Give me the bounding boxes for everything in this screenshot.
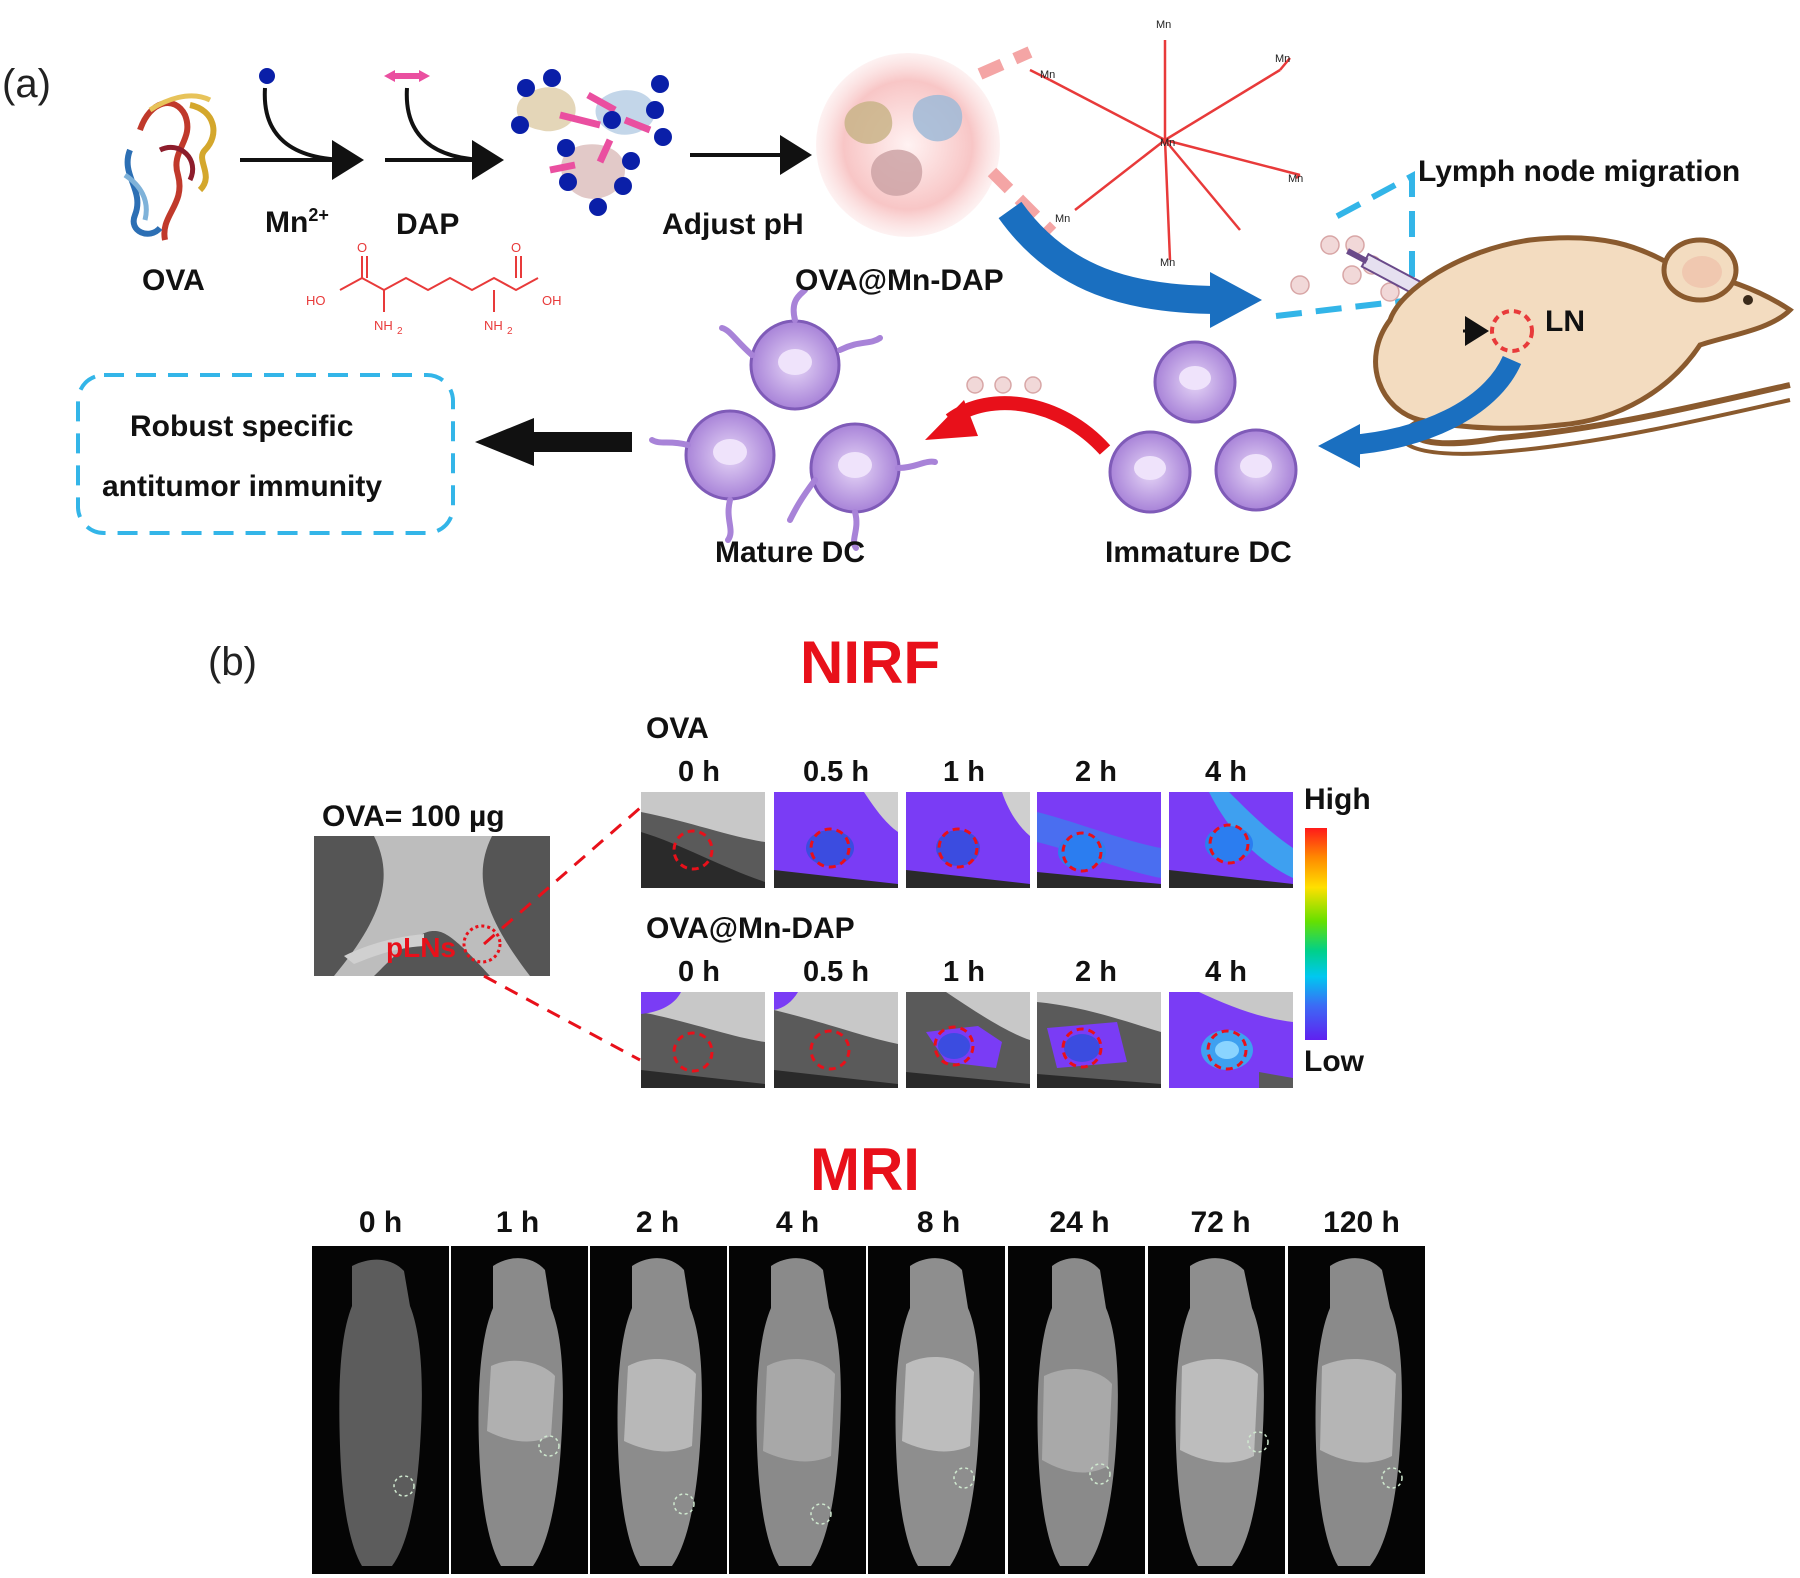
mature-dc-cells [649, 287, 938, 551]
dap-label: DAP [396, 208, 460, 241]
panel-a-diagram: Mn Mn Mn Mn Mn Mn Mn HO O O OH NH 2 NH 2 [76, 19, 1794, 551]
svg-text:Mn: Mn [1040, 69, 1055, 81]
ova-time-2: 1 h [943, 756, 985, 788]
mn-thumb-1h [906, 992, 1030, 1088]
mri-frame-8h [868, 1246, 1005, 1574]
intensity-color-scale [1305, 828, 1327, 1040]
svg-text:O: O [357, 240, 367, 255]
mri-time-7: 120 h [1323, 1206, 1400, 1239]
ova-thumb-05h [774, 792, 898, 888]
svg-text:Mn: Mn [1160, 257, 1175, 269]
ova-protein-icon [123, 93, 217, 241]
blue-curved-arrow-to-mouse [998, 201, 1221, 314]
ova-label: OVA [142, 264, 205, 297]
mri-frame-1h [451, 1246, 588, 1574]
immature-dc-label: Immature DC [1105, 536, 1292, 569]
mri-time-1: 1 h [495, 1206, 540, 1239]
mn-charge: 2+ [308, 205, 329, 225]
panel-b-label: (b) [208, 640, 257, 684]
mn-ion-dot [259, 68, 275, 84]
ova-thumb-2h [1037, 792, 1161, 888]
zoom-connector-bottom [987, 167, 1057, 237]
svg-text:NH: NH [374, 318, 393, 333]
svg-text:Mn: Mn [1275, 53, 1290, 65]
svg-text:Mn: Mn [1160, 137, 1175, 149]
mouse-illustration [1373, 235, 1794, 456]
dap-chem-labels: HO O O OH NH 2 NH 2 [306, 240, 562, 337]
mri-time-3: 4 h [775, 1206, 820, 1239]
ova-thumb-4h [1169, 792, 1293, 888]
svg-text:Mn: Mn [1288, 173, 1303, 185]
mri-frame-0h [312, 1246, 449, 1574]
mn-thumb-0h [641, 992, 765, 1088]
robust-line-2: antitumor immunity [102, 470, 383, 503]
mn-label: Mn2+ [265, 205, 329, 240]
ova-mn-dap-label: OVA@Mn-DAP [795, 264, 1004, 297]
immature-dc-cells [1108, 340, 1298, 514]
ova-time-0: 0 h [678, 756, 720, 788]
mri-frame-24h [1008, 1246, 1145, 1574]
mri-time-5: 24 h [1049, 1206, 1110, 1239]
black-arrow-to-immunity [475, 418, 632, 466]
mn-time-0: 0 h [678, 956, 720, 988]
robust-line-1: Robust specific [130, 410, 354, 443]
mn-dap-network-structure [1029, 40, 1301, 261]
mri-time-4: 8 h [916, 1206, 961, 1239]
mn-thumb-4h [1169, 992, 1293, 1088]
svg-text:O: O [511, 240, 521, 255]
mn-time-4: 4 h [1205, 956, 1247, 988]
mn-time-2: 1 h [943, 956, 985, 988]
svg-text:HO: HO [306, 293, 326, 308]
ova-thumb-1h [906, 792, 1030, 888]
mri-frame-120h [1288, 1246, 1425, 1574]
overview-photo: pLNs [314, 836, 550, 976]
robust-immunity-box [76, 373, 455, 535]
mature-dc-label: Mature DC [715, 536, 866, 569]
row-ova-label: OVA [646, 712, 709, 745]
scale-low-label: Low [1304, 1045, 1364, 1078]
mn-prefix: Mn [265, 206, 309, 239]
ova-time-4: 4 h [1205, 756, 1247, 788]
antigen-particles-2 [966, 376, 1042, 394]
ova-time-3: 2 h [1075, 756, 1117, 788]
row-ova-mn-dap-label: OVA@Mn-DAP [646, 912, 855, 945]
crosslinked-cluster-icon [511, 69, 672, 216]
svg-text:Mn: Mn [1156, 19, 1171, 31]
lymph-node-migration-label: Lymph node migration [1418, 155, 1741, 188]
svg-text:NH: NH [484, 318, 503, 333]
adjust-ph-label: Adjust pH [662, 208, 804, 241]
svg-text:2: 2 [397, 326, 403, 337]
mri-frame-72h [1148, 1246, 1285, 1574]
ova-thumb-0h [641, 792, 765, 888]
panel-a-label: (a) [2, 62, 51, 106]
zoom-connector-top [977, 46, 1033, 80]
blue-arrow-to-immature-dc [1349, 355, 1522, 455]
mn-atoms: Mn Mn Mn Mn Mn Mn Mn [1040, 19, 1303, 269]
svg-text:Mn: Mn [1055, 213, 1070, 225]
dose-label: OVA= 100 µg [322, 800, 505, 833]
mn-addition-arrow [240, 68, 364, 180]
mn-thumb-05h [774, 992, 898, 1088]
mri-time-2: 2 h [635, 1206, 680, 1239]
ln-dashed-circle [1490, 309, 1534, 353]
ova-time-1: 0.5 h [802, 756, 870, 788]
dap-chemical-structure [339, 256, 539, 312]
dap-addition-arrow [384, 70, 504, 180]
mn-time-3: 2 h [1075, 956, 1117, 988]
mri-time-0: 0 h [358, 1206, 403, 1239]
mri-frame-4h [729, 1246, 866, 1574]
nirf-title: NIRF [800, 629, 940, 696]
mri-time-6: 72 h [1190, 1206, 1251, 1239]
svg-text:2: 2 [507, 326, 513, 337]
ln-label: LN [1545, 305, 1585, 338]
mn-time-1: 0.5 h [802, 956, 870, 988]
pln-label: pLNs [386, 932, 456, 963]
mri-title: MRI [810, 1136, 920, 1203]
mn-thumb-2h [1037, 992, 1161, 1088]
ova-mn-dap-particle-icon [816, 53, 1000, 237]
scale-high-label: High [1304, 783, 1371, 816]
mri-frame-2h [590, 1246, 727, 1574]
svg-text:OH: OH [542, 293, 562, 308]
